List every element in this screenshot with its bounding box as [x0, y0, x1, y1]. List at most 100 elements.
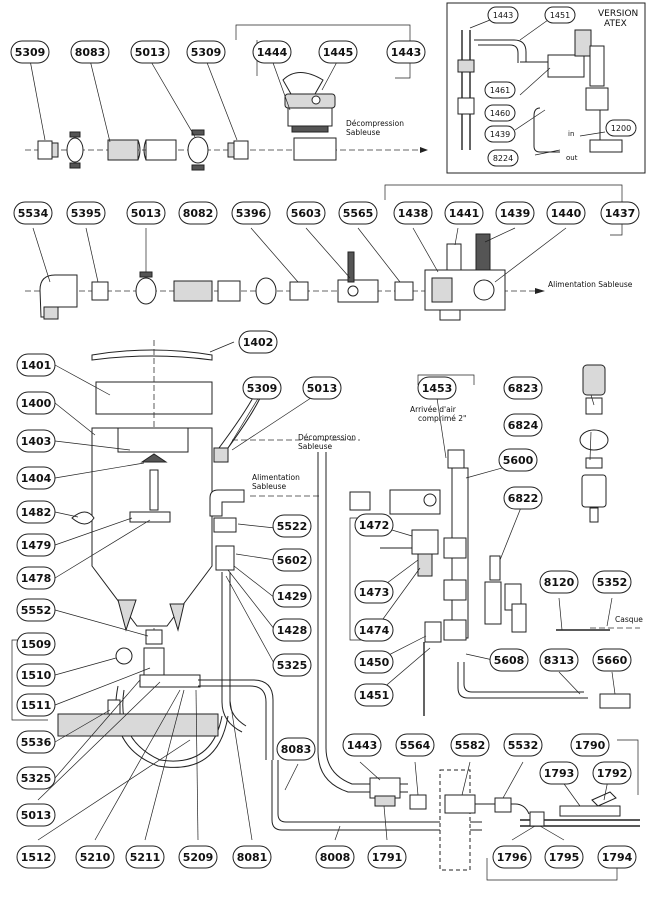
- callout-1401: 1401: [16, 353, 56, 377]
- callout-label: 1793: [544, 767, 575, 780]
- callout-1400: 1400: [16, 391, 56, 415]
- part-8083-hose: [107, 139, 177, 161]
- callout-5309c: 5309: [242, 376, 282, 400]
- callout-label: 5532: [508, 739, 539, 752]
- callout-8120: 8120: [539, 570, 579, 594]
- callout-8083a: 8083: [70, 40, 110, 64]
- callout-8313: 8313: [539, 648, 579, 672]
- blast-tank-assembly: [57, 340, 274, 768]
- callout-label: 1472: [359, 519, 390, 532]
- callout-1510: 1510: [16, 663, 56, 687]
- row2-feed-assembly: Alimentation Sableuse: [25, 233, 633, 321]
- callout-6822: 6822: [503, 486, 543, 510]
- callout-label: 1429: [277, 590, 308, 603]
- callout-5396: 5396: [231, 201, 271, 225]
- callout-1512: 1512: [16, 845, 56, 869]
- callout-8081: 8081: [232, 845, 272, 869]
- callout-label: 5211: [130, 851, 161, 864]
- callout-label: 1404: [21, 472, 52, 485]
- callout-5602: 5602: [272, 548, 312, 572]
- callout-label: 1440: [551, 207, 582, 220]
- part-5564-nipple: [409, 794, 427, 810]
- callout-1453: 1453: [417, 376, 457, 400]
- part-1482-handhole: [71, 511, 95, 525]
- part-5013-clamp-row2: [135, 271, 157, 305]
- callout-label: 1438: [398, 207, 429, 220]
- callout-label: 8083: [281, 743, 312, 756]
- part-1479-seat: [129, 511, 171, 523]
- callout-5013a: 5013: [130, 40, 170, 64]
- callout-1482: 1482: [16, 500, 56, 524]
- callout-label: 6824: [508, 419, 539, 432]
- callout-5325b: 5325: [272, 653, 312, 677]
- callout-label: 5582: [455, 739, 486, 752]
- callout-6824: 6824: [503, 413, 543, 437]
- callout-label: 5602: [277, 554, 308, 567]
- callout-5309b: 5309: [186, 40, 226, 64]
- callout-1509: 1509: [16, 632, 56, 656]
- callout-5209: 5209: [178, 845, 218, 869]
- callout-label: 5013: [135, 46, 166, 59]
- callout-label: 1437: [605, 207, 636, 220]
- part-1450-valve: [424, 621, 442, 643]
- row1-callouts: [29, 24, 411, 143]
- part-5522-valve: [213, 517, 237, 533]
- callout-label: 1451: [359, 689, 390, 702]
- part-5013-clamp: [187, 129, 209, 171]
- part-5608-valve: [511, 603, 527, 633]
- callout-label: 5600: [503, 454, 534, 467]
- part-5534-elbow: [39, 274, 78, 320]
- callout-label: 1474: [359, 624, 390, 637]
- part-5603-ball-valve: [337, 251, 379, 303]
- callout-label: 5309: [247, 382, 278, 395]
- callout-1794: 1794: [597, 845, 637, 869]
- callout-8224: 8224: [487, 149, 519, 167]
- callout-1445: 1445: [318, 40, 358, 64]
- middle-callouts: [225, 391, 321, 666]
- callout-1473: 1473: [354, 580, 394, 604]
- callout-1439atex: 1439: [484, 125, 516, 143]
- part-5536-nipple: [107, 699, 121, 715]
- callout-5522: 5522: [272, 514, 312, 538]
- callout-label: 1443: [493, 11, 513, 20]
- callout-label: 1443: [391, 46, 422, 59]
- part-6823-filter: [582, 364, 606, 396]
- part-5309-nipple-left: [37, 140, 59, 160]
- callout-1795: 1795: [544, 845, 584, 869]
- callout-1438: 1438: [393, 201, 433, 225]
- callout-5013b: 5013: [126, 201, 166, 225]
- atex-out-label: out: [566, 154, 578, 162]
- part-5602-ball-valve: [215, 545, 235, 571]
- callout-label: 5013: [21, 809, 52, 822]
- callout-1402: 1402: [238, 330, 278, 354]
- callout-1440: 1440: [546, 201, 586, 225]
- casque-label: Casque: [615, 615, 643, 624]
- callout-label: 5309: [15, 46, 46, 59]
- part-5552-nipple: [145, 629, 163, 645]
- part-6822-filter-bowl: [581, 474, 607, 508]
- part-5582-tee: [444, 794, 476, 814]
- callout-1404: 1404: [16, 466, 56, 490]
- callout-1428: 1428: [272, 618, 312, 642]
- callout-label: 1439: [490, 130, 510, 139]
- callout-label: 1482: [21, 506, 52, 519]
- callout-1451: 1451: [354, 683, 394, 707]
- callout-label: 5565: [343, 207, 374, 220]
- callout-5013d: 5013: [302, 376, 342, 400]
- callout-label: 5395: [71, 207, 102, 220]
- part-5532-coupling: [494, 797, 512, 813]
- part-clamp-row2-b: [255, 277, 277, 305]
- part-1438-valve-block: [424, 233, 506, 321]
- callout-label: 8081: [237, 851, 268, 864]
- callout-1200: 1200: [605, 119, 637, 137]
- bottom-deadman-assembly: [369, 769, 640, 871]
- callout-label: 1796: [497, 851, 528, 864]
- callout-label: 1451: [550, 11, 570, 20]
